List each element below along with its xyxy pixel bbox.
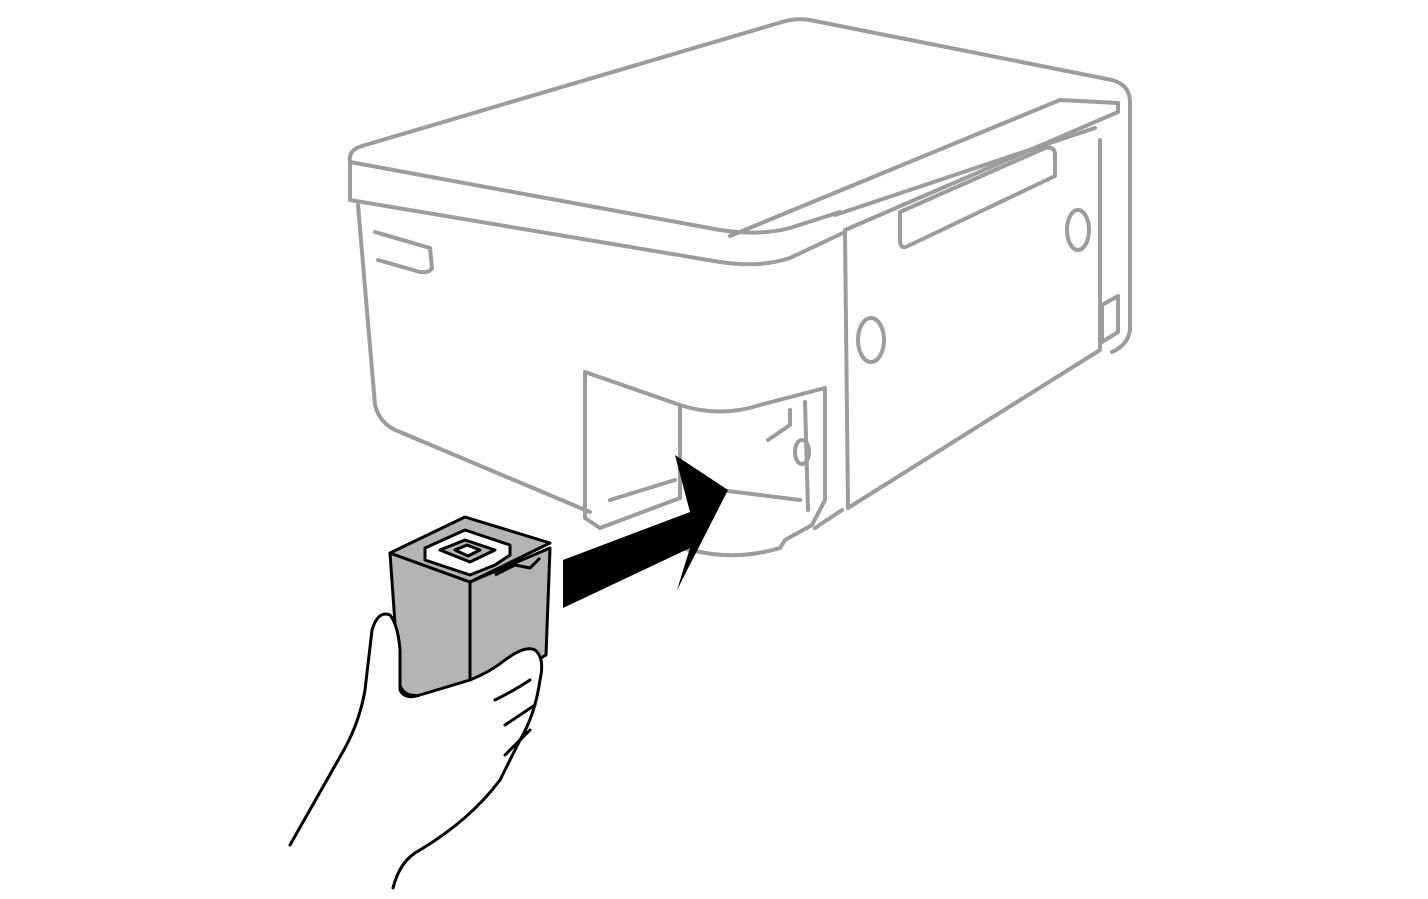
hand-icon	[288, 612, 544, 890]
insert-arrow-icon	[563, 455, 728, 608]
printer-icon	[347, 17, 1132, 558]
